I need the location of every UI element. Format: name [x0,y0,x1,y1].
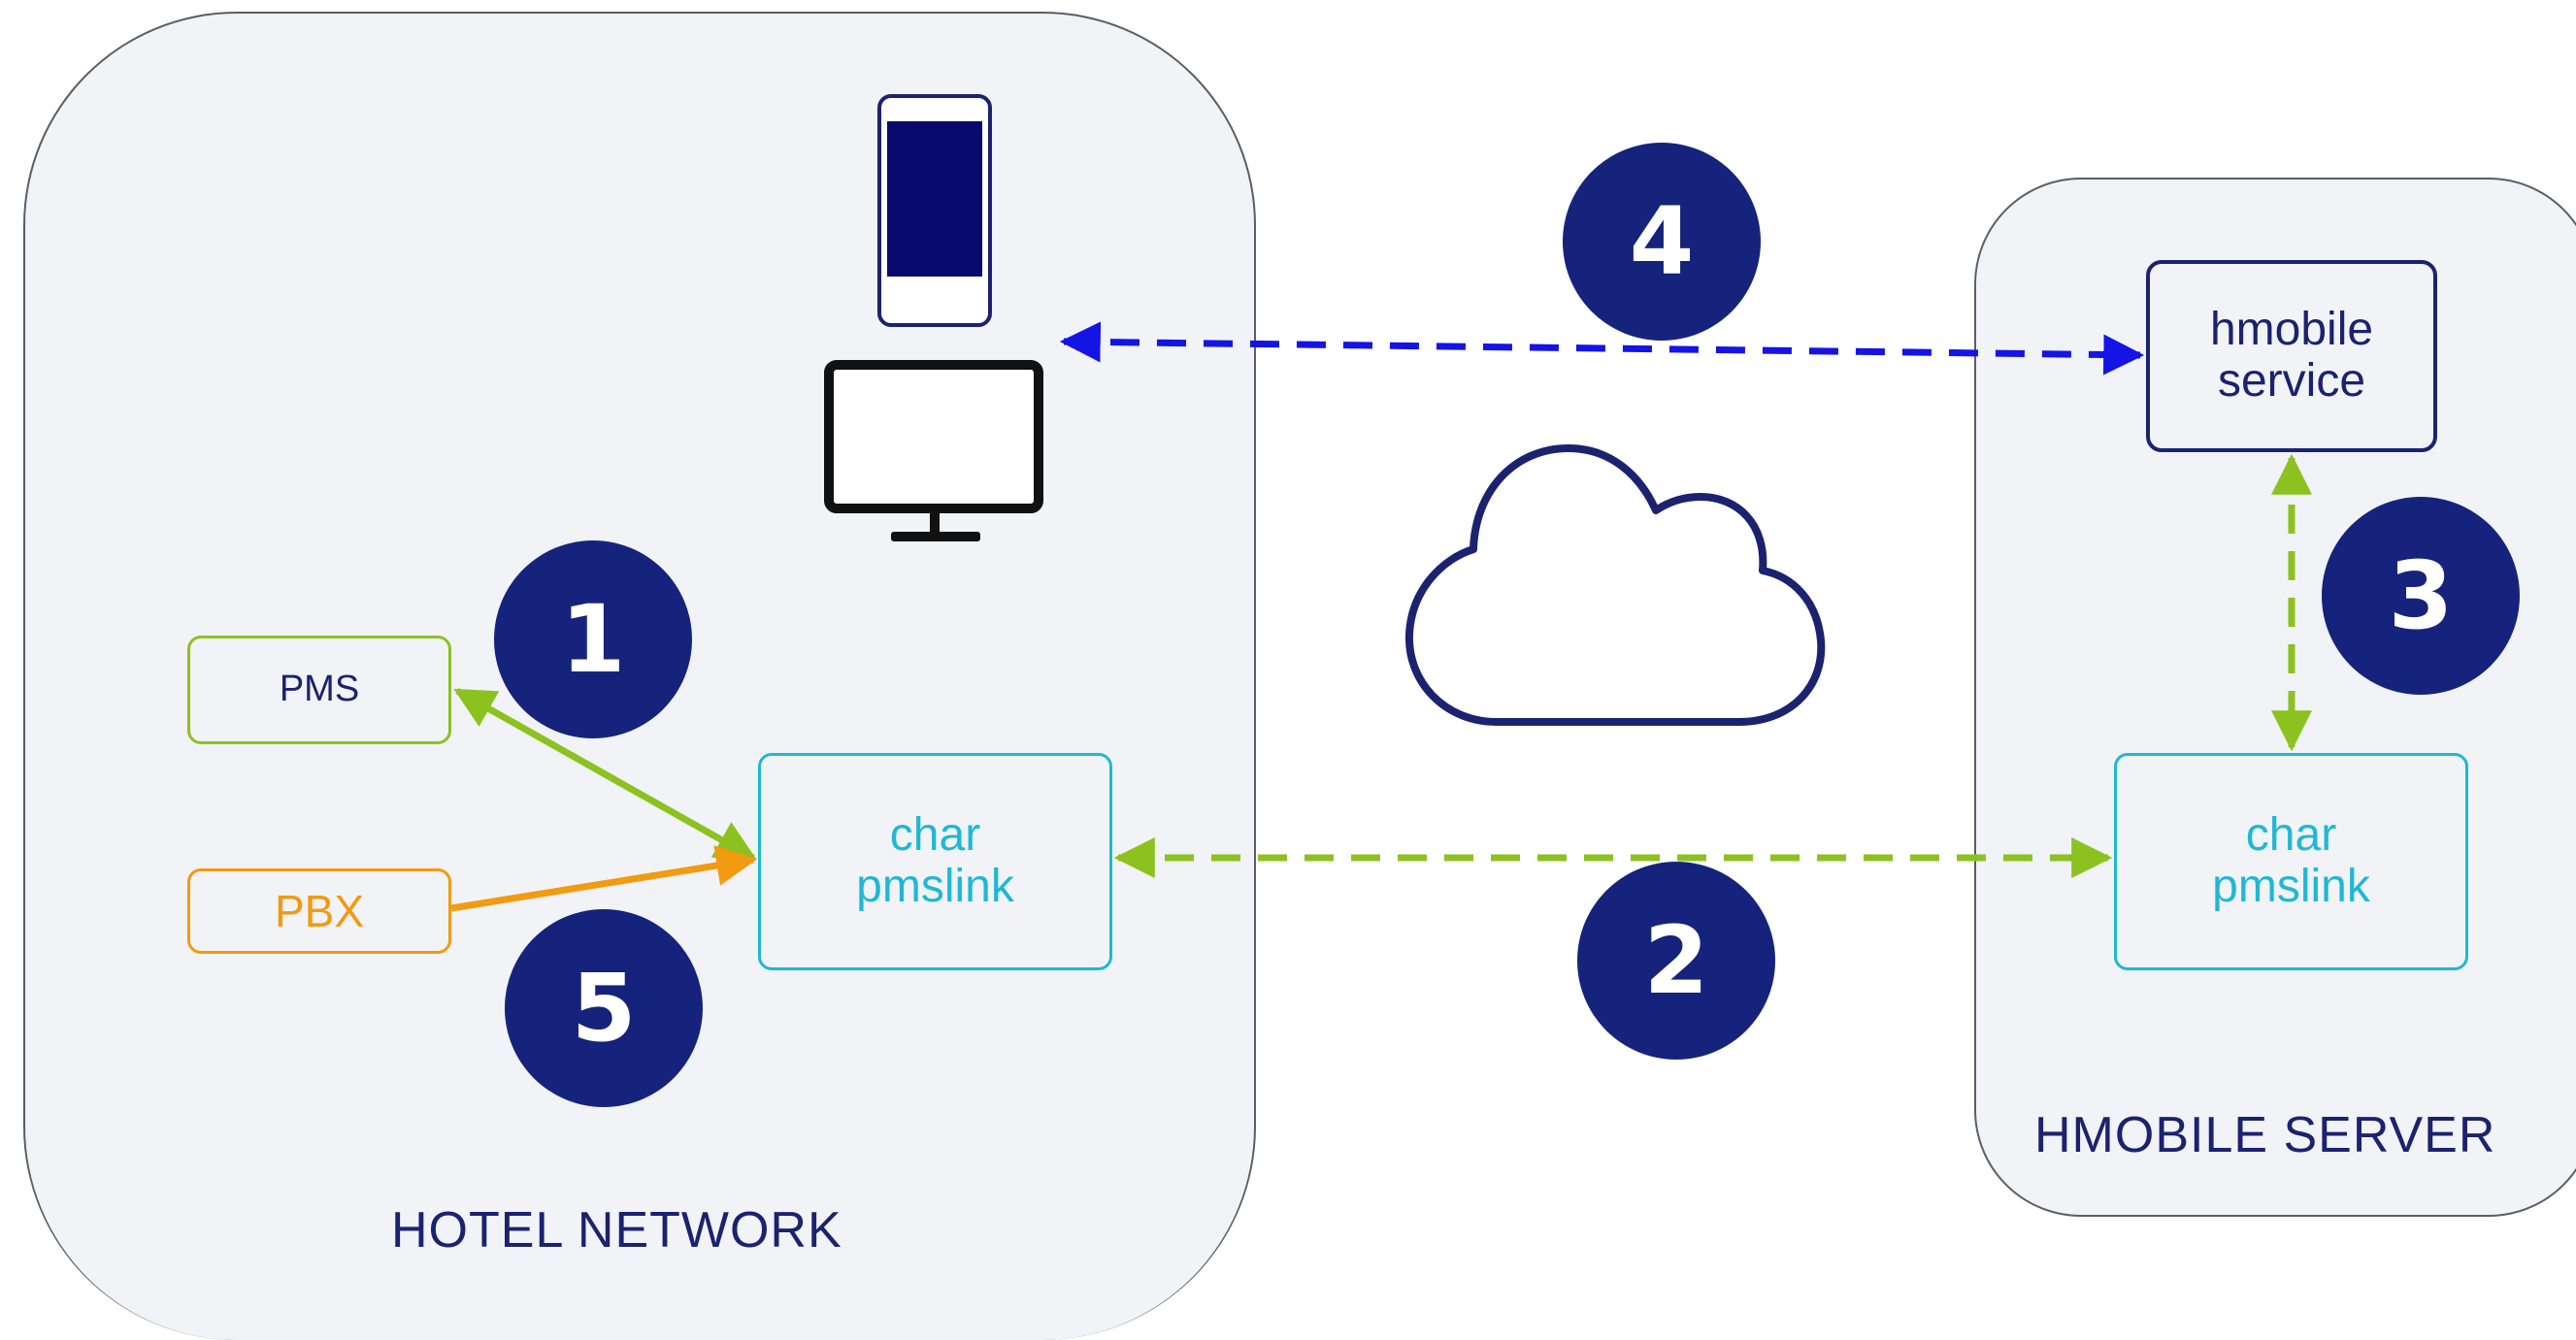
step-badge-2: 2 [1577,862,1775,1060]
server-pmslink-label-line2: pmslink [2212,861,2370,912]
step-badge-5-number: 5 [572,954,637,1062]
step-badge-4: 4 [1563,143,1761,341]
hotel-pmslink-label-line1: char [889,809,981,862]
hmobile-service-node: hmobile service [2146,260,2437,452]
step-badge-1-number: 1 [561,585,626,694]
pms-to-pmslink-connector [453,687,757,862]
step-badge-2-number: 2 [1644,906,1709,1015]
pms-node: PMS [187,636,451,744]
pbx-node: PBX [187,868,451,954]
step-badge-4-number: 4 [1630,187,1695,296]
monitor-icon [824,360,1043,541]
smartphone-icon [877,94,992,327]
devices-to-service-connector [1059,321,2145,376]
step-badge-5: 5 [505,909,703,1107]
hmobile-server-label: HMOBILE SERVER [2034,1107,2496,1163]
step-badge-3: 3 [2322,497,2520,695]
step-badge-3-number: 3 [2389,541,2454,650]
pbx-label: PBX [274,885,365,936]
pbx-to-pmslink-connector [450,845,758,912]
server-pmslink-node: char pmslink [2114,753,2468,970]
pms-label: PMS [279,669,360,710]
hotel-pmslink-node: char pmslink [758,753,1112,970]
server-pmslink-label-line1: char [2245,809,2337,862]
hotel-network-label: HOTEL NETWORK [391,1202,842,1258]
hotel-pmslink-label-line2: pmslink [856,861,1014,912]
hmobile-service-label-line1: hmobile [2209,304,2374,356]
cloud-icon [1404,444,1826,726]
hmobile-service-label-line2: service [2217,355,2366,407]
step-badge-1: 1 [494,540,692,738]
